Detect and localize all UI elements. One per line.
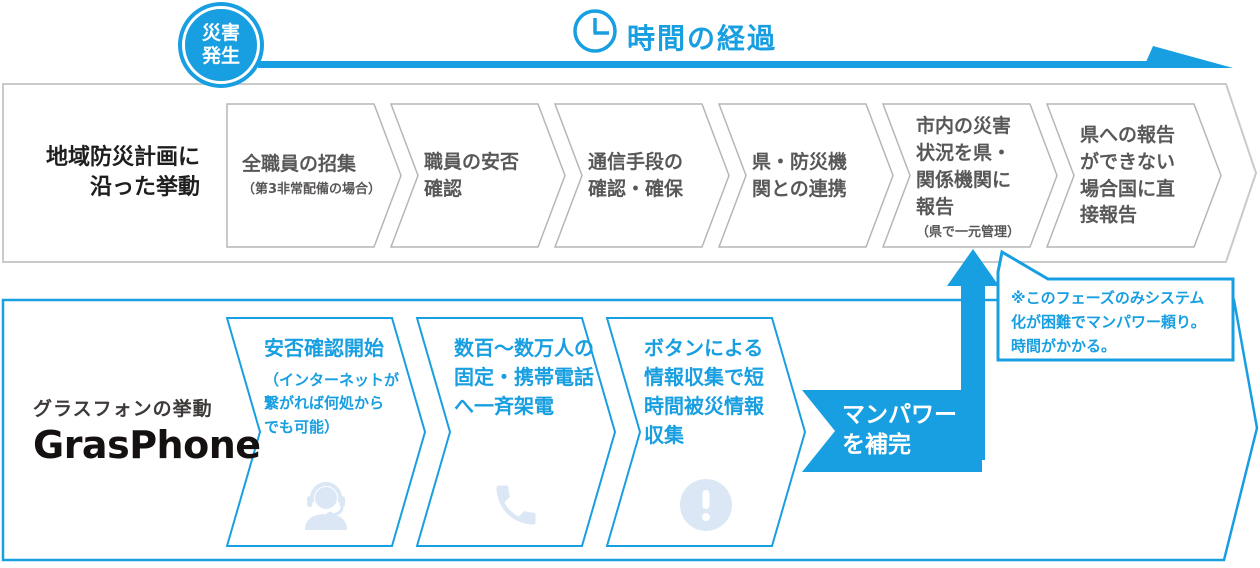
timeline-arrow-line <box>258 61 1152 68</box>
step-title: ボタンによる 情報収集で短 時間被災情報 収集 <box>644 336 764 447</box>
chevron-shape <box>1046 103 1222 248</box>
exclamation-icon <box>680 479 732 531</box>
chevron-shape <box>606 317 806 547</box>
chevron-shape <box>226 103 402 248</box>
manpower-label: マンパワー を補完 <box>842 402 957 458</box>
plan-step-6: 県への報告 ができない 場合国に直 接報告 <box>1046 103 1222 248</box>
step-note: （県で一元管理） <box>916 224 1021 240</box>
plan-step-4: 県・防災機 関との連携 <box>718 103 894 248</box>
phone-icon <box>496 485 536 525</box>
plan-step-3: 通信手段の 確認・確保 <box>554 103 730 248</box>
gras-step-3: ボタンによる 情報収集で短 時間被災情報 収集 <box>606 317 806 547</box>
grasphone-logo: GrasPhone <box>33 423 261 467</box>
chevron-shape <box>882 103 1058 248</box>
chevron-shape <box>416 317 616 547</box>
callout-bubble <box>996 249 1235 362</box>
gras-step-1: 安否確認開始 （インターネットが 繋がれば何処から でも可能） <box>226 317 426 547</box>
step-title: 県・防災機 関との連携 <box>752 150 848 200</box>
step-title: 安否確認開始 <box>264 336 384 360</box>
operator-headset-icon <box>305 482 347 530</box>
plan-step-5: 市内の災害 状況を県・ 関係機関に 報告 （県で一元管理） <box>882 103 1058 248</box>
chevron-shape <box>554 103 730 248</box>
chevron-shape <box>226 317 426 547</box>
gras-row-label: グラスフォンの挙動 <box>33 398 213 420</box>
chevron-shape <box>718 103 894 248</box>
step-note: （第3非常配備の場合） <box>242 182 382 198</box>
plan-step-2: 職員の安否 確認 <box>390 103 566 248</box>
step-note: （インターネットが 繋がれば何処から でも可能） <box>264 371 400 436</box>
step-title: 全職員の招集 <box>242 153 357 176</box>
plan-row-label: 地域防災計画に 沿った挙動 <box>45 145 200 200</box>
step-title: 通信手段の 確認・確保 <box>588 150 684 200</box>
callout-text: ※このフェーズのみシステム 化が困難でマンパワー頼り。 時間がかかる。 <box>1011 289 1206 355</box>
gras-step-2: 数百〜数万人の 固定・携帯電話 へ一斉架電 <box>416 317 616 547</box>
clock-icon <box>573 9 617 53</box>
manpower-arrow <box>947 249 999 460</box>
chevron-shape <box>390 103 566 248</box>
manpower-box: マンパワー を補完 <box>802 390 982 472</box>
step-title: 職員の安否 確認 <box>424 150 520 200</box>
timeline-arrowhead <box>1146 46 1233 68</box>
step-title: 市内の災害 状況を県・ 関係機関に 報告 <box>916 114 1012 218</box>
disaster-occurrence-badge: 災害 発生 <box>178 2 264 88</box>
step-title: 数百〜数万人の 固定・携帯電話 へ一斉架電 <box>454 336 594 418</box>
disaster-badge-label: 災害 発生 <box>201 22 240 67</box>
step-title: 県への報告 ができない 場合国に直 接報告 <box>1080 123 1176 227</box>
gras-row-label-block: グラスフォンの挙動 GrasPhone <box>33 394 261 467</box>
plan-step-1: 全職員の招集 （第3非常配備の場合） <box>226 103 402 248</box>
timeline-title: 時間の経過 <box>627 22 778 55</box>
